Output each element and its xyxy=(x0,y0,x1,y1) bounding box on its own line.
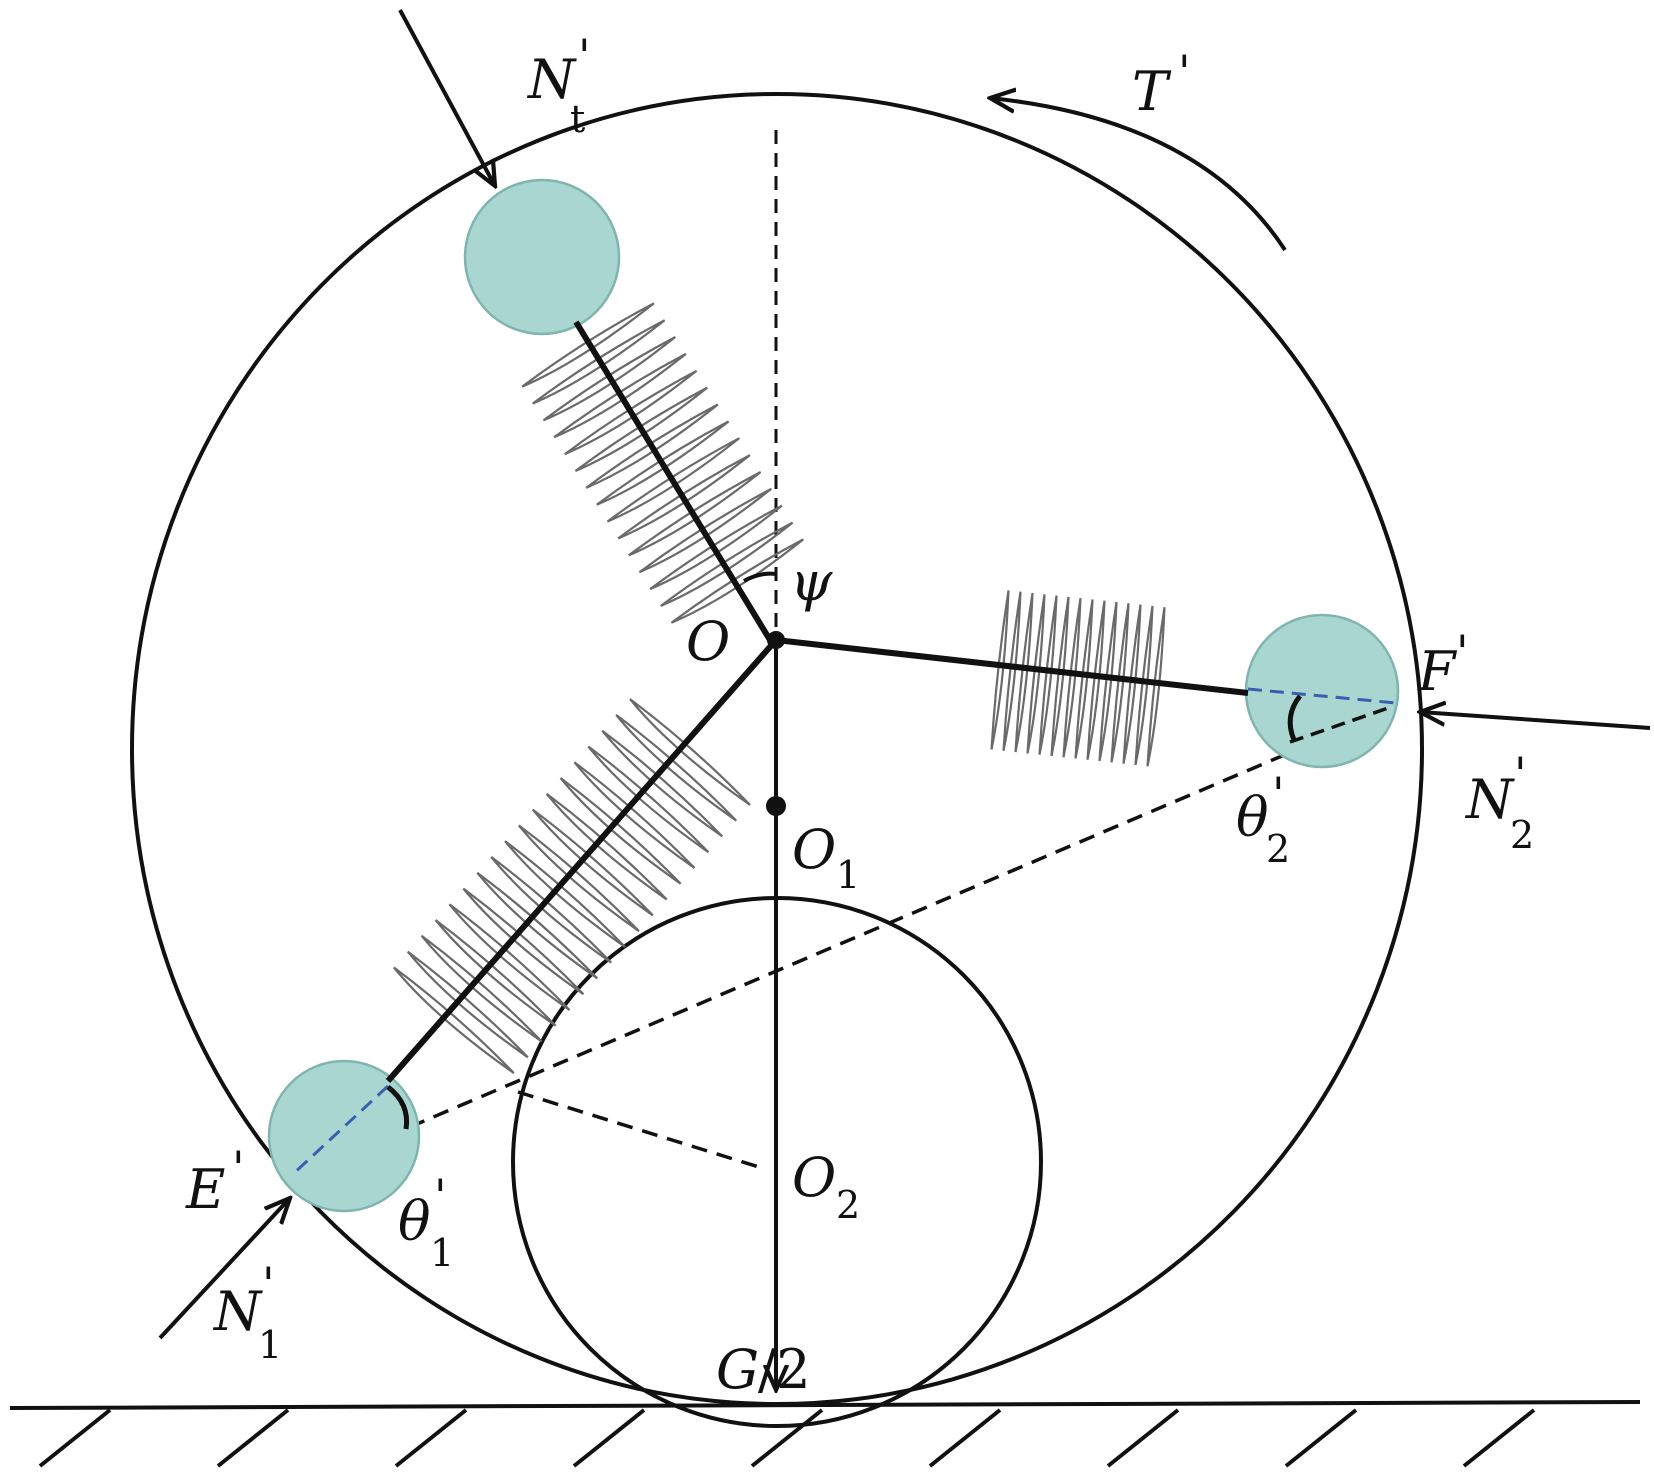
label-N1-main: N xyxy=(212,1280,263,1343)
label-G-main: G xyxy=(716,1338,759,1401)
blue-dashed-right xyxy=(1247,687,1397,705)
dashed-line-E-theta2 xyxy=(289,708,1391,1180)
label-N2-prime: ' xyxy=(1514,747,1527,801)
label-Nt-main: N xyxy=(526,48,577,111)
ground-hatching xyxy=(38,1408,1536,1468)
hatch-mark xyxy=(216,1408,290,1468)
label-T-prime: ' xyxy=(1178,45,1191,99)
point-O xyxy=(767,631,785,649)
hatch-mark xyxy=(38,1408,112,1468)
dashed-line-to-O2 xyxy=(517,1090,763,1170)
label-theta2-sub: 2 xyxy=(1266,827,1290,871)
force-arrow-N1 xyxy=(158,1198,290,1340)
spring-lower-left xyxy=(392,698,751,1074)
roller-left-E xyxy=(267,1059,421,1213)
label-O2-sub: 2 xyxy=(836,1183,860,1227)
label-G-slash: /2 xyxy=(758,1338,811,1401)
label-F-prime: ' xyxy=(1456,625,1469,679)
label-theta1: θ ' 1 xyxy=(398,1169,454,1275)
label-O1-main: O xyxy=(792,818,836,881)
label-psi: ψ xyxy=(790,550,833,613)
hatch-mark xyxy=(394,1408,468,1468)
roller-upper xyxy=(463,178,621,336)
arm-right xyxy=(775,637,1249,696)
outer-wheel-circle xyxy=(130,92,1424,1406)
label-O2-main: O xyxy=(792,1146,836,1209)
angle-arc-theta1 xyxy=(386,1085,410,1130)
label-O: O xyxy=(686,610,730,673)
hatch-mark xyxy=(1106,1408,1180,1468)
label-E-prime: ' xyxy=(232,1141,245,1195)
ground-line xyxy=(9,1400,1641,1410)
label-O2: O 2 xyxy=(792,1146,860,1227)
label-Nt: N ' t xyxy=(526,29,591,141)
label-F: F ' xyxy=(1417,625,1469,703)
label-theta2: θ ' 2 xyxy=(1236,767,1290,871)
force-arrow-Nt xyxy=(398,9,495,186)
hatch-mark xyxy=(1462,1408,1536,1468)
spring-upper xyxy=(521,302,804,624)
label-E: E ' xyxy=(185,1141,245,1221)
label-T-main: T xyxy=(1132,60,1172,123)
label-Nt-sub: t xyxy=(570,97,585,141)
torque-arrow xyxy=(990,98,1287,252)
dashed-right-roller xyxy=(1289,704,1395,744)
hatch-mark xyxy=(1284,1408,1358,1468)
label-theta1-prime: ' xyxy=(434,1169,447,1223)
roller-right-F xyxy=(1244,613,1400,769)
hatch-mark xyxy=(572,1408,646,1468)
label-N1-prime: ' xyxy=(262,1257,275,1311)
point-O1 xyxy=(766,796,786,816)
label-N2-sub: 2 xyxy=(1510,813,1534,857)
hatch-mark xyxy=(928,1408,1002,1468)
hatch-mark xyxy=(750,1408,824,1468)
angle-arc-psi xyxy=(743,571,777,583)
label-N1-sub: 1 xyxy=(258,1323,282,1367)
label-N2-main: N xyxy=(1464,768,1515,831)
arm-upper xyxy=(573,320,773,642)
label-N1: N ' 1 xyxy=(212,1257,282,1367)
label-theta2-prime: ' xyxy=(1272,767,1285,821)
label-theta2-main: θ xyxy=(1236,786,1269,849)
label-theta1-sub: 1 xyxy=(430,1231,454,1275)
spring-right xyxy=(990,590,1166,767)
arm-lower-left xyxy=(385,638,779,1083)
label-Nt-prime: ' xyxy=(578,29,591,83)
label-G2: G /2 xyxy=(716,1338,811,1401)
label-E-main: E xyxy=(185,1158,225,1221)
angle-arc-theta2 xyxy=(1287,694,1303,741)
label-T: T ' xyxy=(1132,45,1191,123)
label-N2: N ' 2 xyxy=(1464,747,1534,857)
force-arrow-N2 xyxy=(1420,712,1651,730)
label-F-main: F xyxy=(1417,640,1458,703)
label-O1: O 1 xyxy=(792,818,860,897)
label-O1-sub: 1 xyxy=(836,853,860,897)
label-theta1-main: θ xyxy=(398,1190,431,1253)
